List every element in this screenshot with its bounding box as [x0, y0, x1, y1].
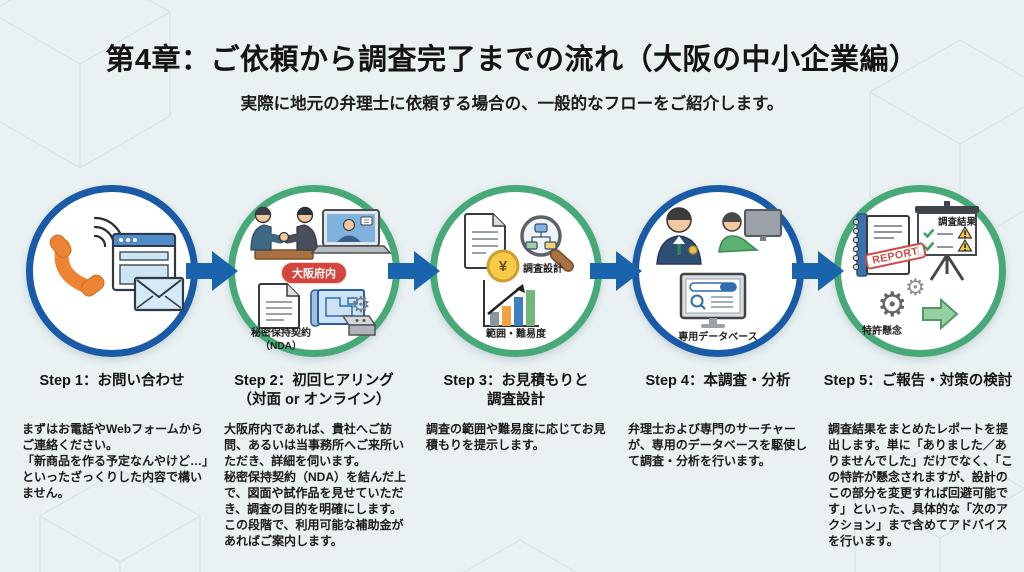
step-2-title: Step 2：初回ヒアリング （対面 or オンライン） [234, 373, 394, 408]
envelope-icon [133, 276, 185, 312]
database-monitor-icon [679, 272, 747, 328]
step-3-description: 調査の範囲や難易度に応じてお見積もりを提示します。 [426, 422, 606, 452]
patent-concern-caption: 特許懸念 [862, 326, 902, 337]
nda-document-icon [258, 283, 300, 329]
scope-difficulty-chart-icon [483, 280, 539, 327]
step-5-title: Step 5：ご報告・対策の検討 [823, 373, 1013, 389]
step-3-circle: ¥ 調査設計 範囲・難易度 [430, 185, 602, 357]
step-5-circle: ⚙ ⚙ REPORT 調査結果 特許懸念 [834, 185, 1006, 357]
page-subtitle: 実際に地元の弁理士に依頼する場合の、一般的なフローをご紹介します。 [240, 95, 784, 113]
research-design-magnifier-icon [520, 215, 574, 272]
page-title: 第4章：ご依頼から調査完了までの流れ（大阪の中小企業編） [105, 44, 919, 76]
step-3-title: Step 3：お見積もりと 調査設計 [443, 373, 589, 408]
searcher-at-pc-icon [718, 209, 782, 253]
flow-arrow-2 [388, 251, 440, 291]
step-2-description: 大阪府内であれば、貴社へご訪問、あるいは当事務所へご来所いただき、詳細を伺います… [224, 422, 406, 548]
result-board-title: 調査結果 [937, 217, 976, 228]
scope-difficulty-caption: 範囲・難易度 [486, 329, 546, 340]
flow-arrow-4 [792, 251, 844, 291]
step-2-icons [250, 206, 392, 336]
gear-small-icon: ⚙ [905, 274, 926, 300]
flow-arrow-3 [590, 251, 642, 291]
research-design-caption: 調査設計 [523, 264, 563, 275]
step-3-icons [464, 213, 574, 327]
osaka-area-badge: 大阪府内 [281, 262, 347, 284]
step-1-description: まずはお電話やWebフォームからご連絡ください。 「新商品を作る予定なんやけど…… [22, 422, 209, 500]
step-4-circle: 専用データベース [632, 185, 804, 357]
flow-arrow-1 [186, 251, 238, 291]
yen-symbol: ¥ [498, 258, 508, 275]
patent-attorney-icon [656, 207, 702, 265]
step-4-description: 弁理士および専門のサーチャーが、専用のデータベースを駆使して調査・分析を行います… [628, 422, 808, 468]
video-call-laptop-icon [310, 209, 392, 254]
step-1-title: Step 1：お問い合わせ [39, 373, 185, 389]
handshake-icon [250, 206, 318, 260]
step-2-circle: ⚙ 大阪府内 秘密保持契約 （NDA） [228, 185, 400, 357]
prototype-device-icon [341, 315, 377, 336]
step-4-icons [656, 207, 782, 328]
nda-caption: 秘密保持契約 （NDA） [251, 328, 311, 352]
step-4-title: Step 4：本調査・分析 [645, 373, 791, 389]
step-1-icons [49, 216, 185, 312]
database-caption: 専用データベース [678, 332, 758, 343]
step-1-circle [26, 185, 198, 357]
phone-icon [49, 234, 105, 297]
next-action-arrow-icon [922, 297, 959, 331]
web-form-icon [111, 232, 177, 292]
result-board-icon [915, 201, 979, 281]
step-5-description: 調査結果をまとめたレポートを提出します。単に「ありました／ありませんでした」だけ… [828, 422, 1014, 548]
gear-icon: ⚙ [351, 292, 371, 317]
yen-coin-icon [486, 249, 520, 283]
gear-large-icon: ⚙ [877, 286, 908, 324]
